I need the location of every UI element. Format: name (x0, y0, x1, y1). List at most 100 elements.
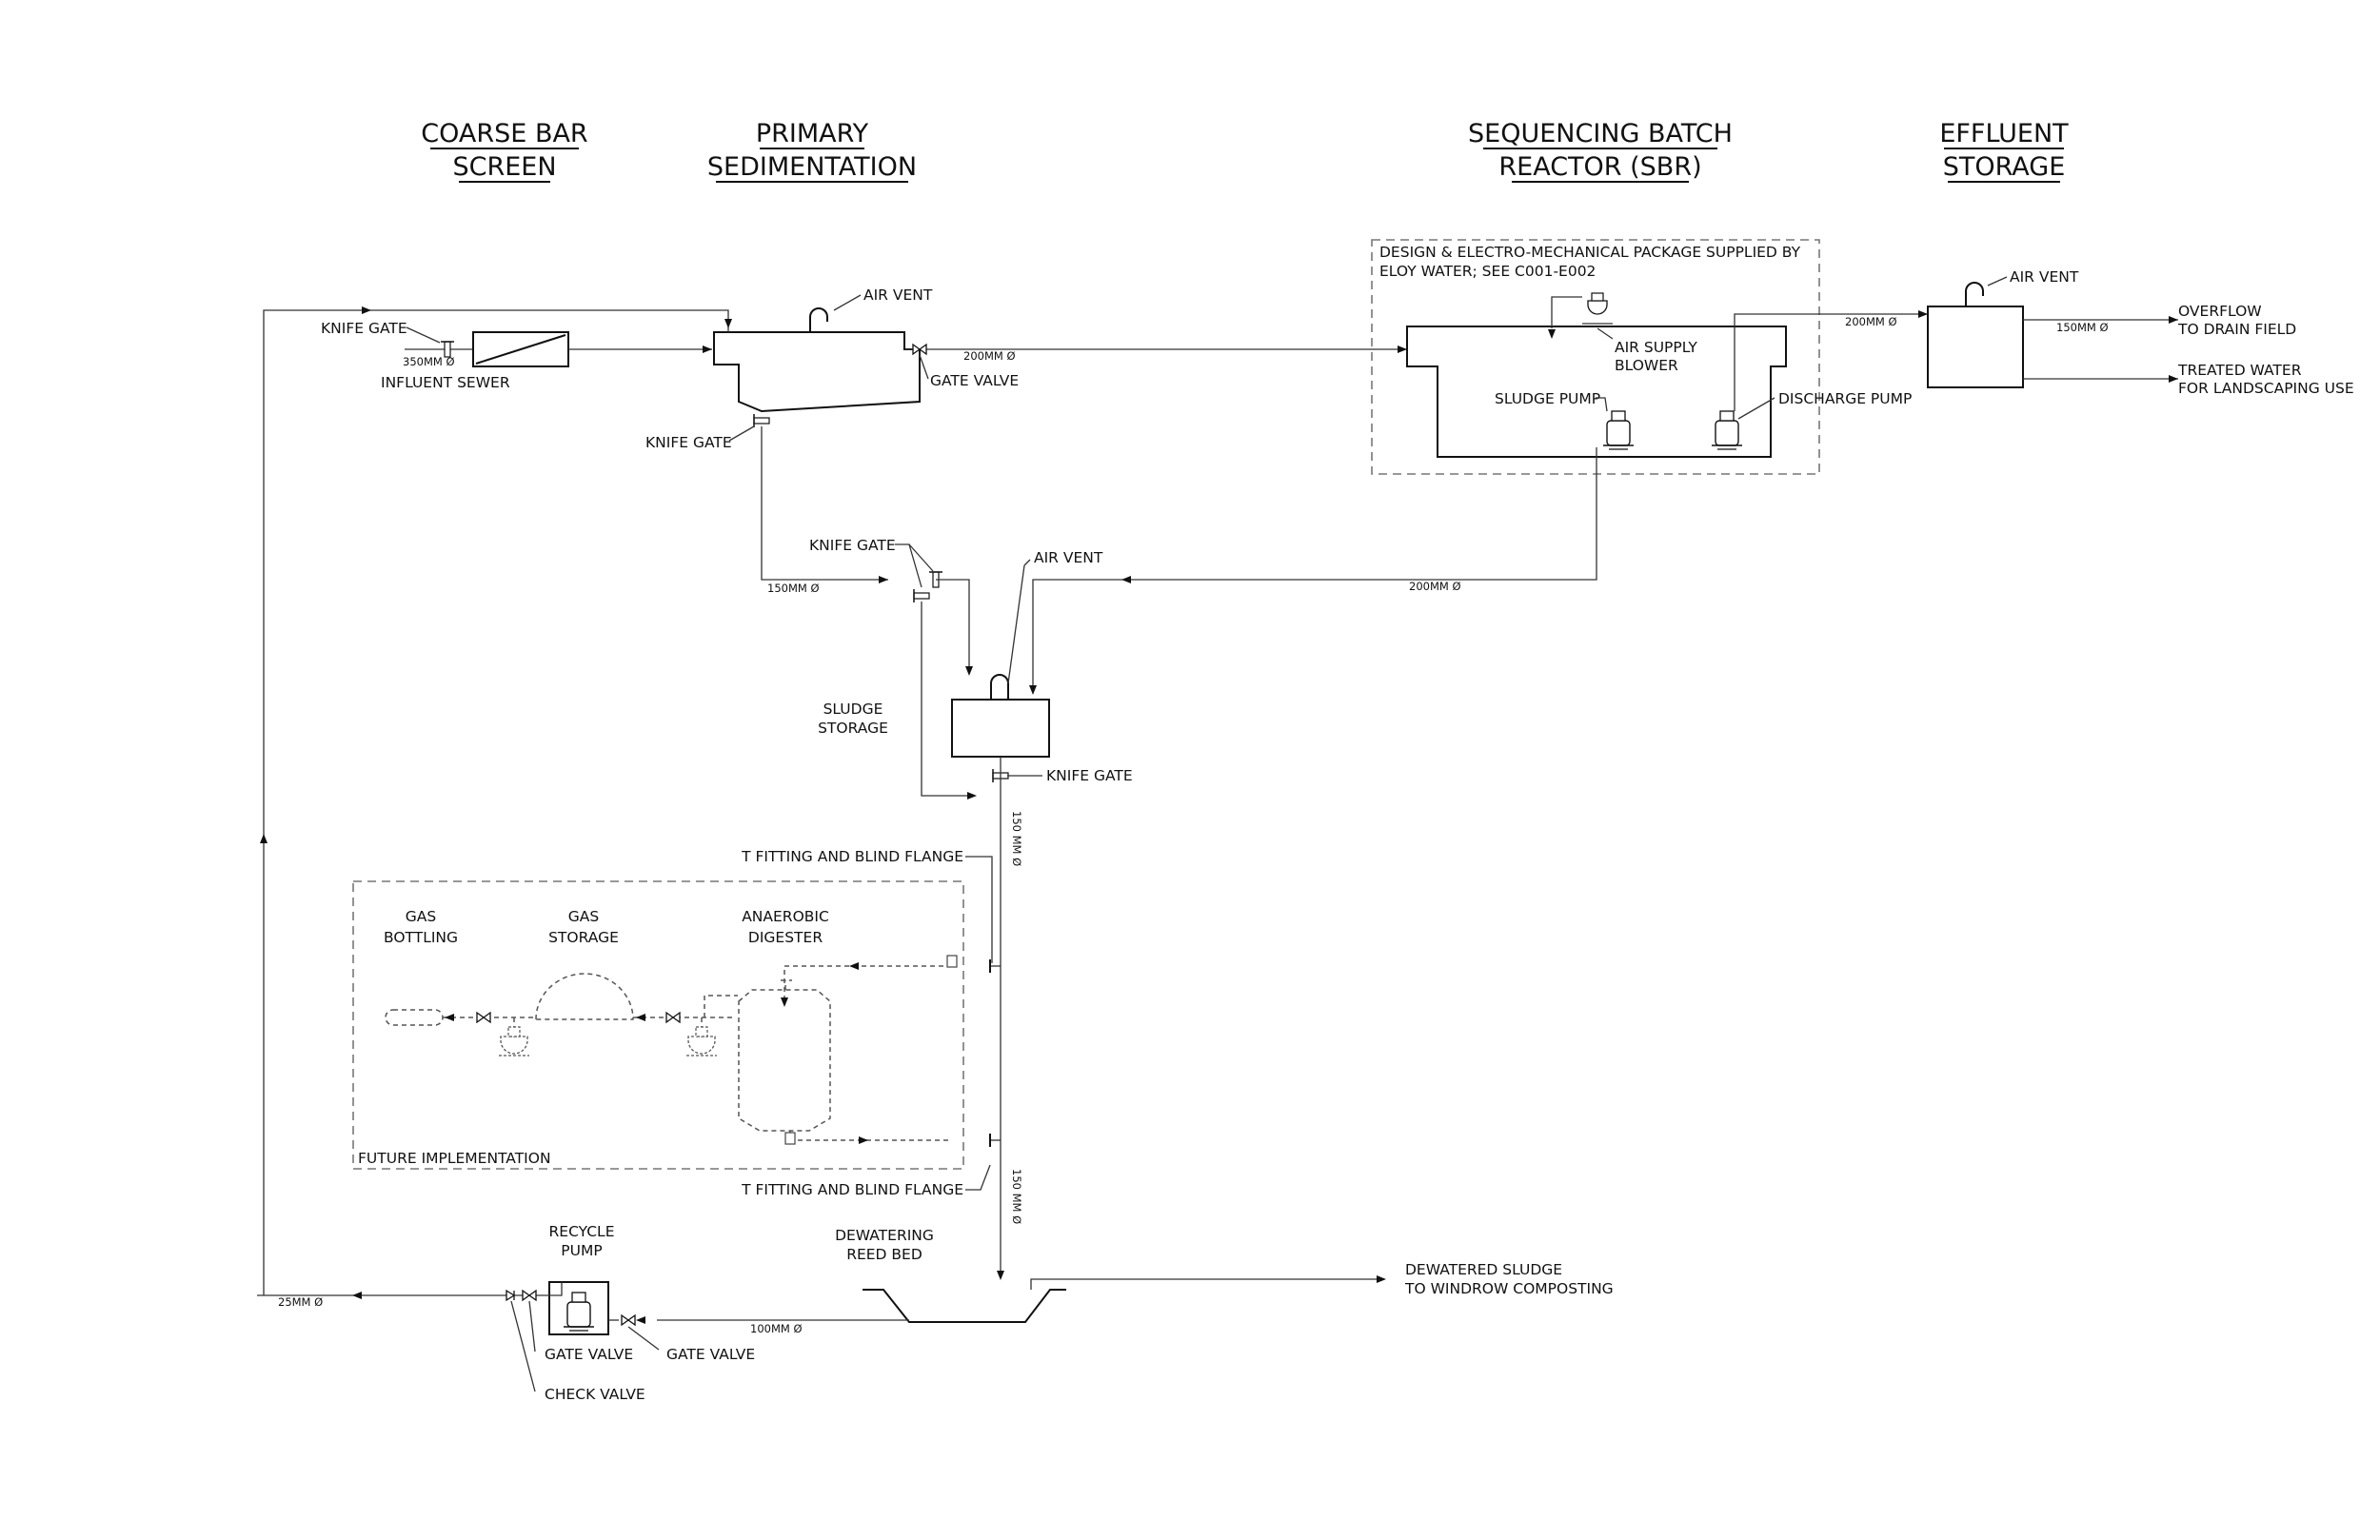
bar-screen-bars (475, 334, 566, 365)
air-vent-icon (809, 307, 828, 332)
sbr-sludge-line: 200MM Ø (1029, 447, 1597, 695)
primary-to-sbr: 200MM Ø GATE VALVE (904, 344, 1407, 389)
pipe-size-label: 200MM Ø (1845, 315, 1897, 328)
discharge-pump-icon (1711, 410, 1743, 450)
flow-arrow-icon (2169, 375, 2178, 383)
knife-gate-to-storage-pipe (936, 579, 970, 666)
gas-line (704, 995, 738, 1017)
dewatering-reed-bed: DEWATERING REED BED DEWATERED SLUDGE TO … (636, 1227, 1614, 1335)
influent-section: KNIFE GATE 350MM Ø INFLUENT SEWER (321, 320, 712, 391)
gas-bottling-label: BOTTLING (384, 929, 458, 946)
leader-line (895, 543, 922, 588)
leader-line (1597, 327, 1614, 340)
recycle-pump-icon (563, 1292, 595, 1332)
feed-valve-icon (946, 955, 958, 968)
overflow-label: OVERFLOW (2178, 303, 2262, 320)
sbr-package: DESIGN & ELECTRO-MECHANICAL PACKAGE SUPP… (1371, 239, 1912, 475)
leader-line (833, 294, 862, 311)
sludge-storage-tank: AIR VENT SLUDGE STORAGE KNIFE GATE (818, 549, 1133, 784)
sbr-tank-body (1406, 326, 1787, 458)
flow-arrow-icon (1029, 685, 1037, 695)
air-vent-label: AIR VENT (2010, 268, 2079, 286)
gate-valve-icon (665, 1012, 681, 1023)
header-line: SCREEN (452, 152, 556, 182)
sbr-note-line: ELOY WATER; SEE C001-E002 (1379, 263, 1596, 280)
recycle-return-pipe (257, 1282, 563, 1296)
gas-bottling-label: GAS (406, 908, 436, 925)
flow-arrow-icon (445, 1014, 454, 1021)
pipe-size-label: 350MM Ø (403, 355, 455, 368)
leader-line (627, 1326, 660, 1351)
gas-storage-label: STORAGE (548, 929, 619, 946)
sludge-storage-label: STORAGE (818, 720, 888, 737)
check-valve-label: CHECK VALVE (545, 1386, 645, 1403)
flow-arrow-icon (1398, 346, 1407, 353)
primary-sludge-pipe (761, 426, 888, 581)
t-fitting-label: T FITTING AND BLIND FLANGE (741, 1181, 963, 1198)
digester-feed-line (783, 965, 952, 999)
header-line: SEQUENCING BATCH (1468, 119, 1733, 148)
gate-valve-icon (522, 1290, 537, 1301)
pipe-size-label: 150 MM Ø (1010, 1169, 1023, 1224)
sludge-storage-body (951, 699, 1050, 758)
flow-arrow-icon (1377, 1275, 1386, 1283)
flow-arrow-icon (997, 1271, 1004, 1280)
flow-arrow-icon (1918, 310, 1928, 318)
overflow-label: TO DRAIN FIELD (2177, 321, 2296, 338)
header-line: COARSE BAR (421, 119, 587, 148)
primary-sedimentation-tank: AIR VENT KNIFE GATE (645, 286, 933, 451)
anaerobic-digester-label: DIGESTER (748, 929, 823, 946)
leader-line (1987, 276, 2008, 286)
air-supply-line (1551, 296, 1582, 328)
leader-line (728, 425, 755, 442)
leader-line (1596, 397, 1608, 412)
dewatered-sludge-label: TO WINDROW COMPOSTING (1404, 1280, 1614, 1297)
gate-valve-icon (621, 1314, 636, 1326)
flow-arrow-icon (1121, 576, 1131, 583)
sbr-note-line: DESIGN & ELECTRO-MECHANICAL PACKAGE SUPP… (1379, 244, 1801, 261)
anaerobic-digester-label: ANAEROBIC (742, 908, 829, 925)
recycle-pump-label: PUMP (561, 1242, 602, 1259)
flow-arrow-icon (724, 319, 732, 328)
effluent-storage-tank: AIR VENT 150MM Ø OVERFLOW TO DRAIN FIELD… (1927, 268, 2354, 397)
recycle-pump-station: RECYCLE PUMP GATE VALVE GATE VALVE CHECK… (257, 306, 755, 1403)
header-sbr: SEQUENCING BATCH REACTOR (SBR) (1468, 119, 1733, 183)
recycle-pump-label: RECYCLE (549, 1223, 615, 1240)
leader-line (908, 543, 934, 572)
effluent-tank-body (1927, 306, 2024, 388)
knife-gate-label: KNIFE GATE (321, 320, 407, 337)
blower-icon (1587, 300, 1608, 315)
air-vent-label: AIR VENT (863, 286, 933, 304)
air-vent-label: AIR VENT (1034, 549, 1103, 566)
coarse-bar-screen (472, 331, 569, 367)
leader-line (1737, 397, 1775, 420)
anaerobic-digester-vessel (738, 989, 831, 1132)
t-fitting-label: T FITTING AND BLIND FLANGE (741, 848, 963, 865)
treated-water-label: TREATED WATER (2177, 362, 2302, 379)
knife-gate-label: KNIFE GATE (1046, 767, 1133, 784)
reed-bed-basin (863, 1289, 1066, 1323)
sbr-to-effluent: 200MM Ø (1734, 310, 1928, 411)
gate-valve-icon (476, 1012, 491, 1023)
dewatered-sludge-label: DEWATERED SLUDGE (1405, 1261, 1562, 1278)
air-vent-icon (1965, 282, 1984, 306)
flow-arrow-icon (781, 997, 788, 1007)
pipe-size-label: 100MM Ø (750, 1322, 803, 1335)
flow-arrow-icon (1548, 329, 1556, 339)
gate-valve-label: GATE VALVE (930, 372, 1019, 389)
leader-line (919, 354, 929, 380)
header-line: SEDIMENTATION (707, 152, 917, 182)
primary-tank-body (713, 331, 921, 413)
blower-motor-icon (1591, 292, 1604, 302)
flow-arrow-icon (967, 792, 977, 800)
primary-sludge-line: 150MM Ø KNIFE GATE (761, 426, 977, 800)
discharge-pump-label: DISCHARGE PUMP (1778, 390, 1912, 407)
flow-arrow-icon (362, 306, 371, 314)
recycle-return-riser (263, 309, 729, 1295)
knife-gate-label: KNIFE GATE (809, 537, 896, 554)
pipe-size-label: 25MM Ø (278, 1295, 323, 1309)
air-supply-blower: AIR SUPPLY BLOWER (1548, 292, 1697, 374)
sludge-pump-icon (1602, 410, 1635, 450)
future-implementation-boundary (352, 880, 964, 1170)
